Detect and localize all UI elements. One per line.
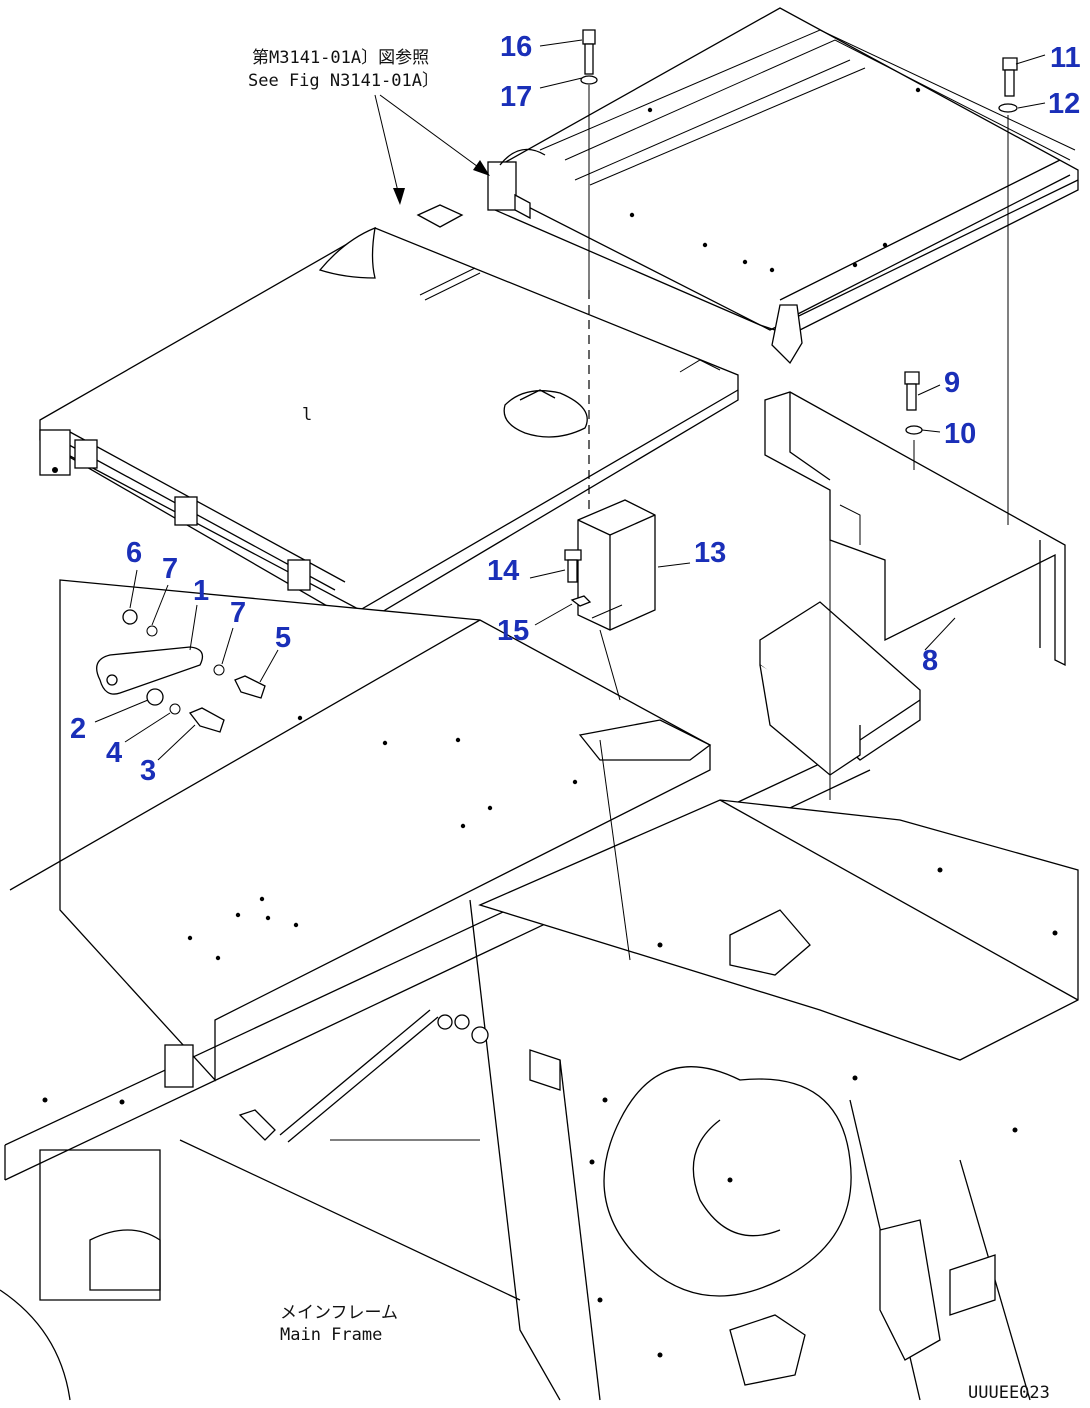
callout-9: 9	[944, 367, 960, 399]
latch-assembly	[96, 609, 266, 733]
callout-7b: 7	[230, 597, 246, 629]
callout-10: 10	[944, 418, 976, 450]
frame-label: メインフレーム Main Frame	[280, 1303, 398, 1345]
part-13-block	[577, 499, 656, 631]
callout-1: 1	[193, 575, 209, 607]
callout-8: 8	[922, 645, 938, 677]
callout-14: 14	[487, 555, 519, 587]
drawing-id: UUUEE023	[968, 1383, 1050, 1403]
svg-text:l: l	[302, 405, 312, 425]
callouts: 16 17 11 12 9 10 13 14 15 8 6 7 1 7 5 2 …	[70, 31, 1081, 787]
fasteners	[564, 29, 1018, 607]
label-frame-en: Main Frame	[280, 1325, 382, 1345]
callout-16: 16	[500, 31, 532, 63]
reference-note: 第M3141-01A〕図参照 See Fig N3141-01A〕	[248, 48, 490, 205]
callout-3: 3	[140, 755, 156, 787]
callout-2: 2	[70, 713, 86, 745]
leader-lines	[94, 39, 1046, 761]
callout-12: 12	[1048, 88, 1080, 120]
main-frame	[0, 579, 1079, 1401]
callout-15: 15	[497, 615, 529, 647]
left-cover-plate: l	[39, 204, 739, 626]
mount-bracket	[759, 601, 921, 776]
assembly-lines	[330, 85, 1009, 1141]
callout-17: 17	[500, 81, 532, 113]
callout-11: 11	[1050, 42, 1081, 74]
upper-right-cover	[487, 7, 1079, 365]
note-ref-en: See Fig N3141-01A〕	[248, 71, 439, 91]
part-8-bracket	[764, 391, 1066, 667]
callout-13: 13	[694, 537, 726, 569]
callout-6: 6	[126, 537, 142, 569]
callout-7a: 7	[162, 553, 178, 585]
callout-5: 5	[275, 622, 291, 654]
note-ref-jp: 第M3141-01A〕図参照	[252, 48, 429, 68]
callout-4: 4	[106, 737, 122, 769]
label-frame-jp: メインフレーム	[280, 1303, 398, 1323]
